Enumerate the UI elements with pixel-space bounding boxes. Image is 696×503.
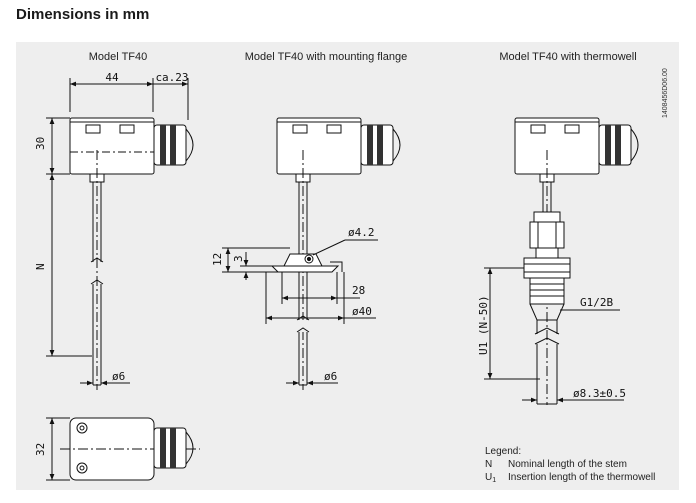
dim-u1: U1 (N-50)	[477, 295, 490, 355]
view-label-flange: Model TF40 with mounting flange	[245, 51, 407, 63]
view-label-thermowell: Model TF40 with thermowell	[499, 51, 636, 63]
dim-dia6-tf40: ø6	[112, 370, 125, 383]
dim-28: 28	[352, 284, 365, 297]
dim-ca23: ca.23	[155, 71, 188, 84]
view-label-tf40: Model TF40	[89, 51, 148, 63]
legend-n-text: Nominal length of the stem	[508, 459, 627, 470]
tf40-view	[46, 78, 194, 390]
dim-n: N	[34, 263, 47, 270]
dim-32: 32	[34, 443, 47, 456]
dim-44: 44	[105, 71, 119, 84]
legend-u-text: Insertion length of the thermowell	[508, 472, 655, 483]
dim-g12b: G1/2B	[580, 296, 613, 309]
legend-n-symbol: N	[485, 459, 492, 470]
dim-dia6-flange: ø6	[324, 370, 337, 383]
dim-30: 30	[34, 137, 47, 150]
page-title: Dimensions in mm	[16, 6, 150, 23]
dim-12: 12	[211, 253, 224, 266]
dim-dia4-2: ø4.2	[348, 226, 375, 239]
housing	[69, 117, 155, 175]
dim-dia40: ø40	[352, 305, 372, 318]
dim-3: 3	[232, 255, 245, 262]
flange-view	[222, 117, 401, 390]
dim-dia8-3: ø8.3±0.5	[573, 387, 626, 400]
legend-u-symbol: U1	[485, 472, 496, 484]
tf40-top-view	[46, 417, 200, 481]
legend-heading: Legend:	[485, 446, 521, 457]
thermowell-view	[484, 117, 639, 405]
document-number: 1408456D06.00	[662, 68, 669, 118]
